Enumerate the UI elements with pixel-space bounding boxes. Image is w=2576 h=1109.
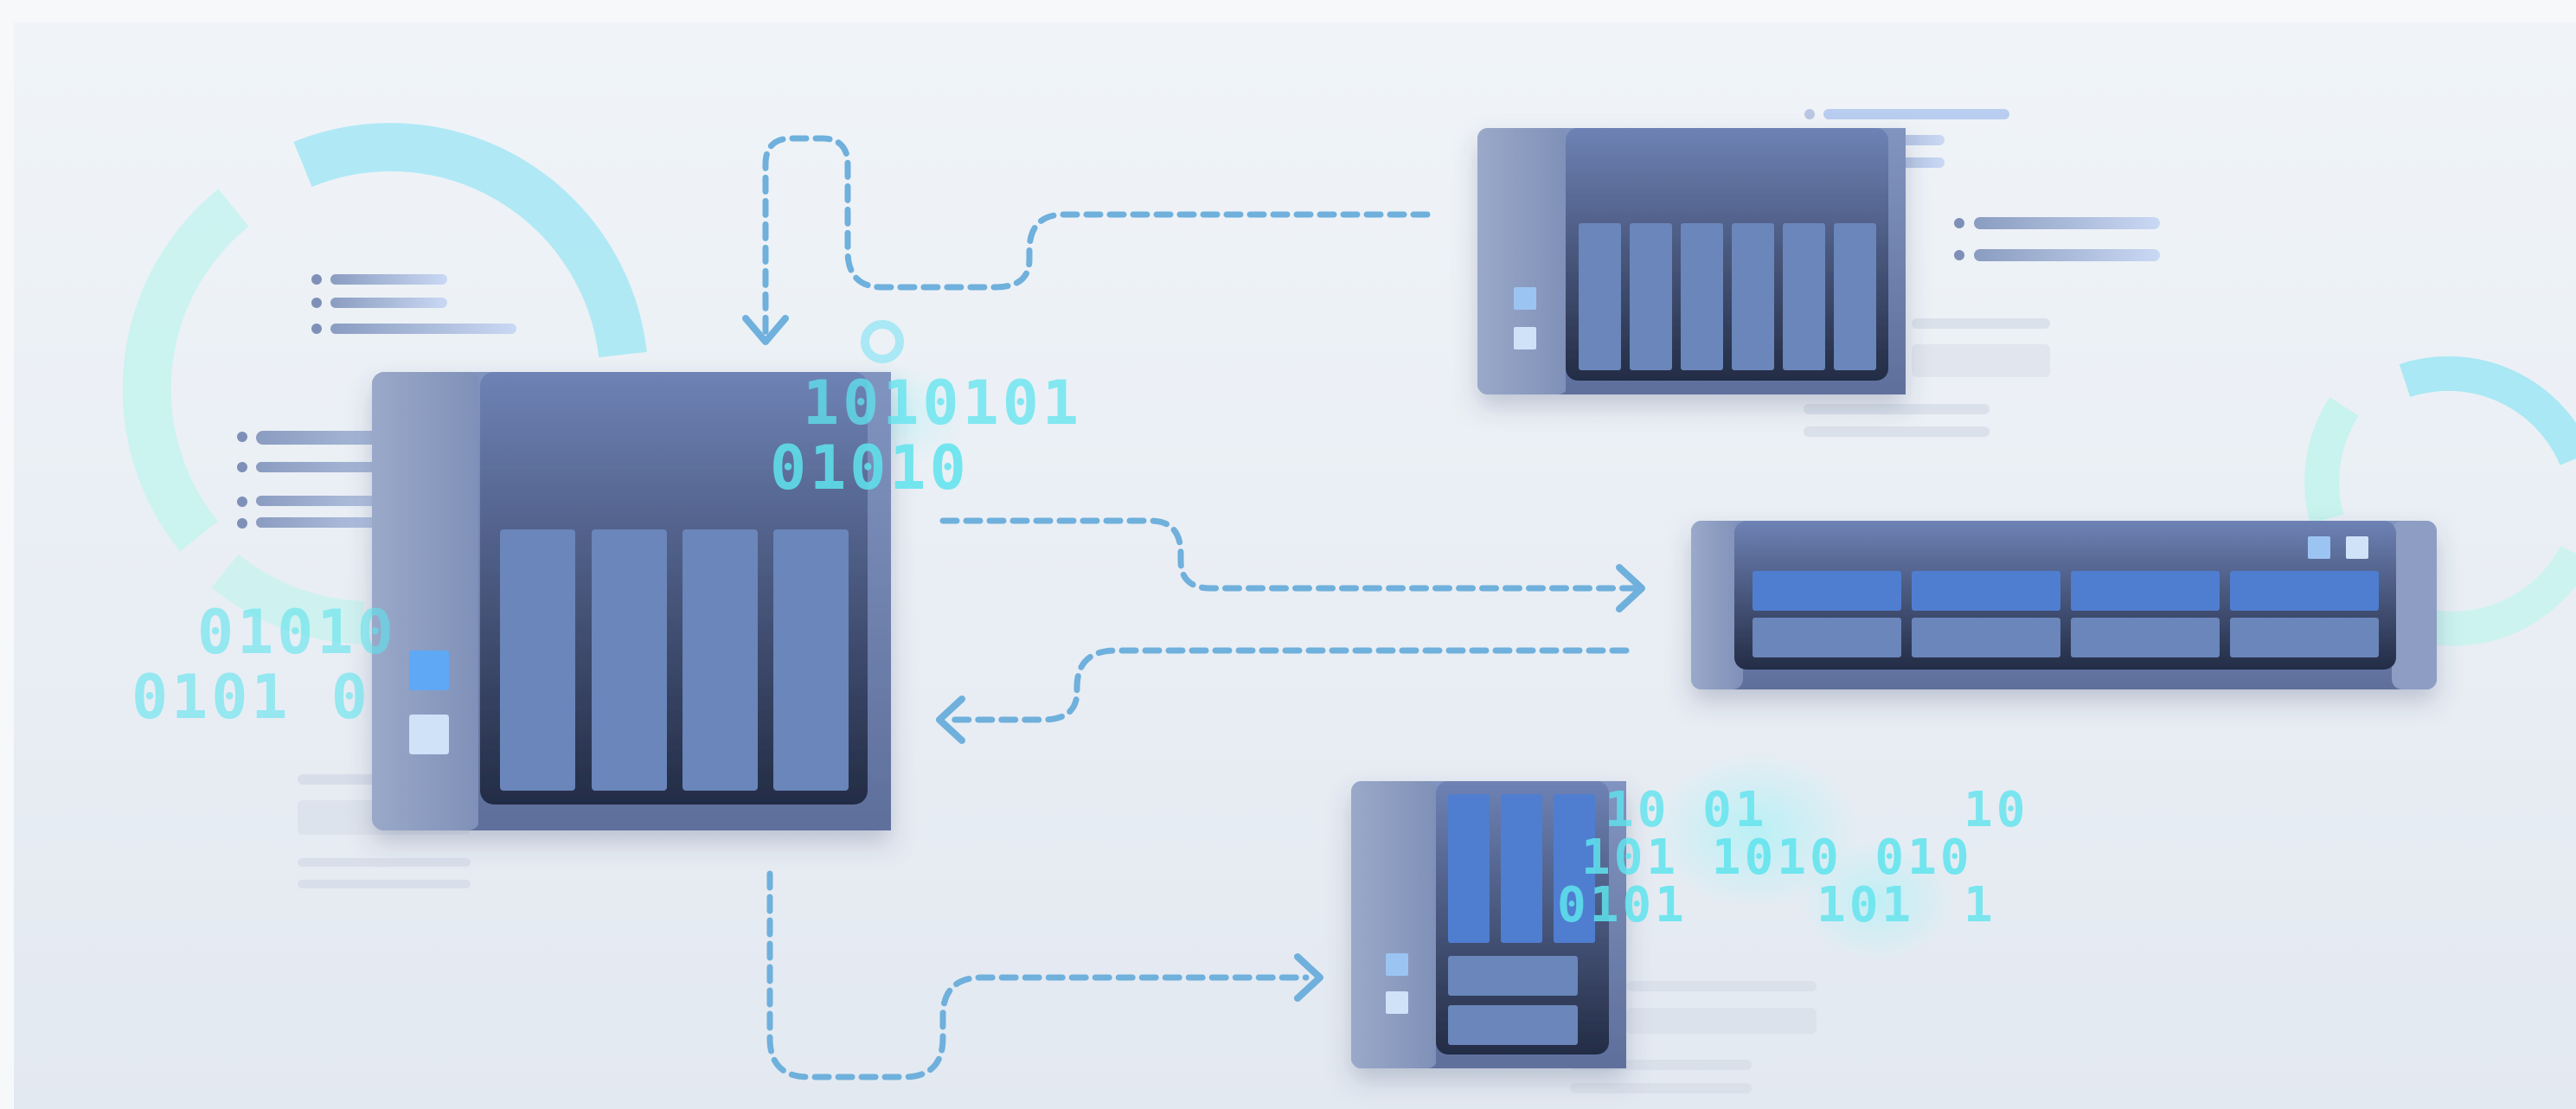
nas-6-bay-device: [1477, 128, 1906, 394]
nas-tower-device: [1351, 781, 1626, 1068]
drive-bay: [1834, 223, 1876, 370]
binary-fragment: 1010101: [803, 368, 1082, 439]
drive-bay: [592, 529, 667, 791]
drive-bay: [1448, 794, 1490, 943]
binary-fragment: 101 1010 010: [1581, 830, 1973, 886]
drive-bay: [1753, 571, 1901, 611]
binary-fragment: 1: [1964, 877, 1996, 933]
drive-bay: [682, 529, 758, 791]
arrowheads: [742, 315, 1645, 1002]
status-led: [1514, 287, 1536, 310]
binary-fragment: 10 01: [1605, 782, 1768, 838]
info-lines-left-top: [311, 274, 516, 334]
drive-bay: [1448, 956, 1578, 996]
arrow-right-icon: [1616, 564, 1645, 612]
arrow-down-icon: [742, 315, 789, 345]
drive-bay: [1579, 223, 1621, 370]
connector-rack-to-source: [944, 647, 1630, 723]
front-panel: [480, 372, 868, 805]
binary-fragment: 0101: [1557, 877, 1688, 933]
ring-icon: [861, 320, 904, 363]
binary-fragment: 101: [1817, 877, 1914, 933]
drive-bay: [1912, 618, 2060, 657]
glow-ring-left: [122, 123, 647, 644]
drive-bay: [1912, 571, 2060, 611]
drive-bay: [1630, 223, 1672, 370]
drive-bay: [500, 529, 575, 791]
arrow-right-icon: [1294, 953, 1323, 1002]
connector-source-to-tower: [766, 870, 1310, 1080]
status-led: [2308, 536, 2330, 559]
drive-bay: [1732, 223, 1774, 370]
connector-source-to-rack: [939, 517, 1643, 592]
drive-bay: [2071, 618, 2220, 657]
status-led: [409, 715, 449, 754]
binary-fragment: 0101 0: [131, 662, 371, 733]
status-led: [1386, 953, 1408, 976]
status-led: [409, 651, 449, 690]
binary-fragment: 10: [1964, 782, 2028, 838]
nas-4-bay-device: [372, 372, 891, 830]
connector-remote-top-to-source: [762, 135, 1431, 337]
drive-bay: [1501, 794, 1542, 943]
drive-bay: [1681, 223, 1723, 370]
binary-fragment: 01010: [770, 433, 970, 503]
drive-bay: [1554, 794, 1595, 943]
drive-bay: [1753, 618, 1901, 657]
binary-stream: 1010101 01010 01010 0101 0 10 01 10 101 …: [131, 368, 2028, 933]
status-led: [1386, 991, 1408, 1014]
drive-bay: [2230, 571, 2379, 611]
drive-bay: [1448, 1005, 1578, 1045]
drive-bay: [2230, 618, 2379, 657]
status-led: [2346, 536, 2368, 559]
drive-bay: [773, 529, 849, 791]
glow-ring-right: [2304, 356, 2576, 646]
drive-bay: [2071, 571, 2220, 611]
info-lines-top-right: [1804, 109, 2160, 261]
connector-lines: [762, 135, 1643, 1080]
binary-fragment: 01010: [197, 597, 397, 668]
rackmount-device: [1691, 521, 2437, 689]
arrow-left-icon: [936, 696, 965, 744]
status-led: [1514, 327, 1536, 349]
drive-bay: [1783, 223, 1825, 370]
